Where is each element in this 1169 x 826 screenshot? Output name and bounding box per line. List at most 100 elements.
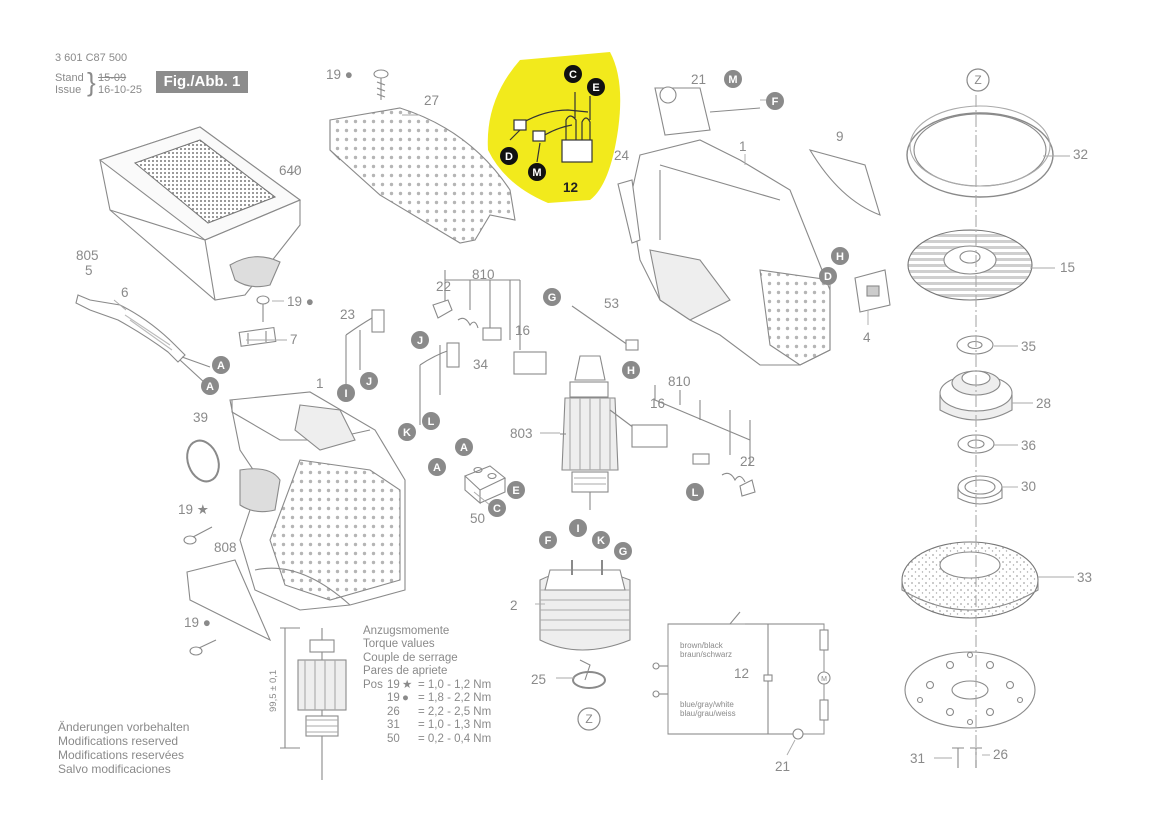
- callout-z-top: Z: [974, 73, 981, 87]
- callout-a4: A: [433, 462, 441, 474]
- housing-cover: [329, 107, 516, 244]
- lower-housing: [229, 391, 406, 611]
- wire-label-braun-schwarz: braun/schwarz: [680, 650, 733, 659]
- torque-row-pos: 19: [387, 692, 400, 704]
- switch-4: [854, 269, 891, 313]
- retaining-ring: [572, 671, 606, 689]
- part-19-top: 19 ●: [326, 67, 353, 82]
- callout-g1: G: [548, 292, 557, 304]
- part-32: 32: [1073, 147, 1088, 162]
- cable-clamp: [238, 326, 277, 347]
- dust-plate-9: [808, 149, 881, 216]
- callout-a3: A: [460, 442, 468, 454]
- backing-pad: [904, 651, 1036, 729]
- note-es: Salvo modificaciones: [58, 762, 171, 776]
- part-5: 5: [85, 263, 93, 278]
- part-803: 803: [510, 426, 533, 441]
- callout-f1: F: [772, 96, 779, 108]
- part-25: 25: [531, 672, 546, 687]
- part-1-lower: 1: [316, 376, 324, 391]
- switch-assembly-right: [631, 385, 756, 497]
- torque-title-fr: Couple de serrage: [363, 652, 458, 664]
- callout-h1: H: [627, 365, 635, 377]
- ring-32: [906, 105, 1054, 198]
- field-coil: [539, 560, 631, 681]
- part-810-top: 810: [472, 267, 495, 282]
- wire-label-blau-grau-weiss: blau/grau/weiss: [680, 709, 736, 718]
- callout-h2: H: [836, 251, 844, 263]
- figure-label: Fig./Abb. 1: [156, 71, 248, 93]
- part-23: 23: [340, 307, 355, 322]
- part-36: 36: [1021, 438, 1036, 453]
- part-26: 26: [993, 747, 1008, 762]
- callout-e1: E: [512, 485, 519, 497]
- callout-j2: J: [366, 376, 372, 388]
- motor-symbol: M: [821, 676, 827, 683]
- part-16-right: 16: [650, 396, 665, 411]
- main-housing: [629, 86, 831, 366]
- part-21-bottom: 21: [775, 759, 790, 774]
- part-6: 6: [121, 285, 129, 300]
- part-35: 35: [1021, 339, 1036, 354]
- torque-title-en: Torque values: [363, 638, 435, 650]
- callout-m1: M: [728, 74, 737, 86]
- torque-title-es: Pares de apriete: [363, 665, 448, 677]
- torque-row-mark: ●: [402, 692, 409, 704]
- callout-i2: I: [576, 523, 579, 535]
- screw-19-star: [183, 526, 213, 545]
- part-30: 30: [1021, 479, 1036, 494]
- callout-l1: L: [428, 416, 435, 428]
- part-33: 33: [1077, 570, 1092, 585]
- callout-d-highlight: D: [505, 151, 513, 163]
- part-21-top: 21: [691, 72, 706, 87]
- part-12-highlight: 12: [563, 180, 578, 195]
- torque-row-pos: 31: [387, 719, 400, 731]
- switch-assembly-top: [419, 270, 547, 425]
- torque-row-pos: 19: [387, 679, 400, 691]
- note-en: Modifications reserved: [58, 734, 179, 748]
- callout-k2: K: [597, 535, 605, 547]
- torque-row-value: = 1,0 - 1,2 Nm: [418, 679, 492, 691]
- brace: }: [87, 67, 96, 97]
- part-805: 805: [76, 248, 99, 263]
- washer-35: [956, 335, 994, 355]
- switch-23: [345, 309, 385, 385]
- callout-k1: K: [403, 427, 411, 439]
- armature-803: [560, 355, 651, 510]
- callout-d1: D: [824, 271, 832, 283]
- torque-row-mark: ★: [402, 679, 413, 691]
- note-fr: Modifications reservées: [58, 748, 185, 762]
- screw-19-top: [373, 69, 389, 100]
- callout-l2: L: [692, 487, 699, 499]
- dust-plate-808: [186, 559, 272, 642]
- part-9: 9: [836, 129, 844, 144]
- callout-c-highlight: C: [569, 69, 577, 81]
- part-7: 7: [290, 332, 298, 347]
- issue-label: Issue: [55, 84, 82, 96]
- callout-e-highlight: E: [592, 82, 599, 94]
- callout-z-bottom: Z: [585, 712, 592, 726]
- o-ring-39: [186, 439, 220, 483]
- screw-19-bottom: [189, 639, 217, 656]
- part-15: 15: [1060, 260, 1075, 275]
- stand-label: Stand: [55, 72, 84, 84]
- part-34: 34: [473, 357, 489, 372]
- part-2: 2: [510, 598, 518, 613]
- part-16-top: 16: [515, 323, 530, 338]
- part-50: 50: [470, 511, 485, 526]
- part-24: 24: [614, 148, 630, 163]
- doc-number: 3 601 C87 500: [55, 52, 128, 64]
- part-4: 4: [863, 330, 871, 345]
- sanding-pad-33: [901, 541, 1039, 619]
- part-810-right: 810: [668, 374, 691, 389]
- wire-label-blue-gray-white: blue/gray/white: [680, 700, 734, 709]
- callout-a1: A: [217, 360, 225, 372]
- power-cable: [75, 294, 211, 384]
- torque-row-pos: 50: [387, 733, 400, 745]
- new-date: 16-10-25: [98, 84, 143, 96]
- torque-row-pos: 26: [387, 706, 400, 718]
- wire-53: [571, 305, 639, 351]
- wire-label-brown-black: brown/black: [680, 641, 723, 650]
- screw-19-mid: [256, 295, 270, 322]
- highlight-area: [487, 52, 621, 203]
